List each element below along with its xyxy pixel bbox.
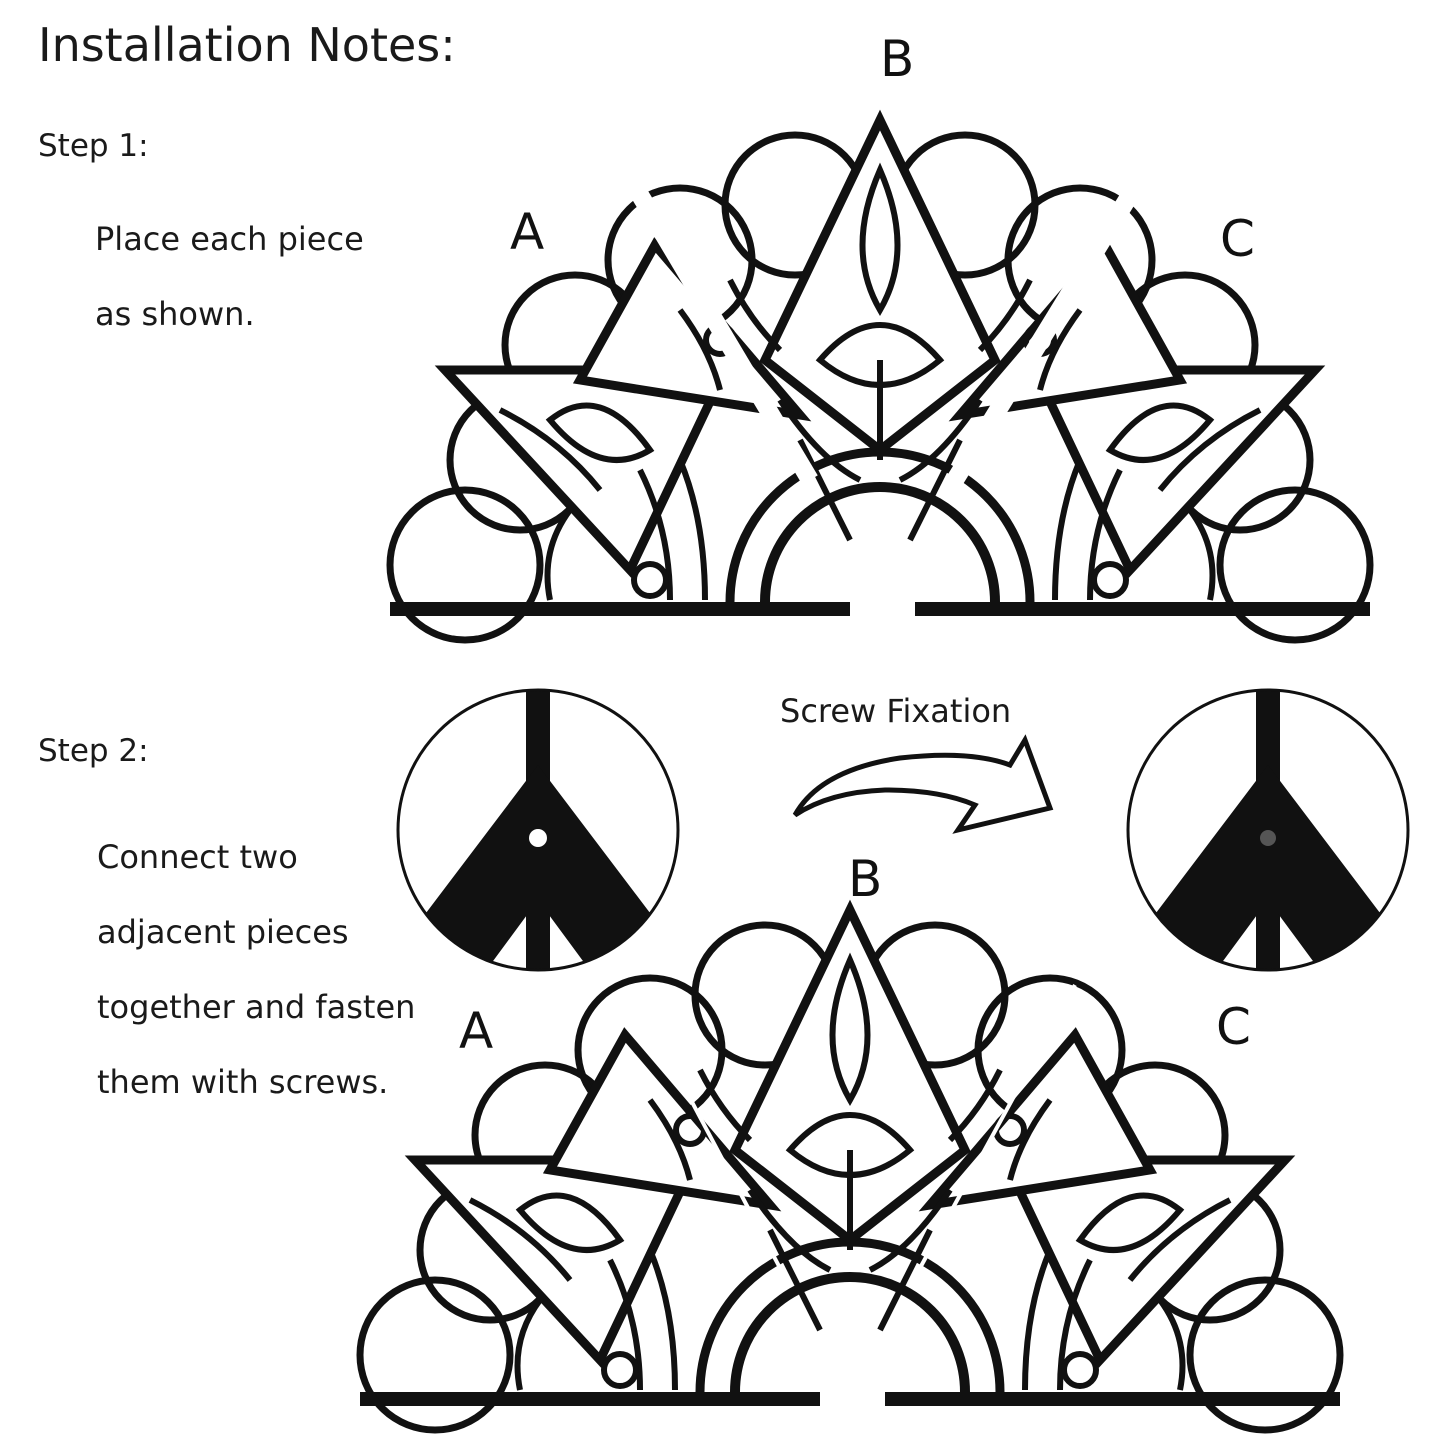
page-title: Installation Notes:: [38, 18, 456, 72]
step1-line-1: Place each piece: [95, 220, 364, 258]
step2-piece-c-label: C: [1216, 998, 1251, 1056]
screw-hole: [529, 829, 547, 847]
zoom-before: [398, 680, 678, 995]
screw-fastened: [1260, 830, 1276, 846]
screw-fixation-arrow: [792, 734, 1054, 834]
arrow-label: Screw Fixation: [780, 692, 1012, 730]
step1-piece-b-label: B: [880, 30, 915, 88]
step1-line-2: as shown.: [95, 295, 255, 333]
step1-label: Step 1:: [38, 128, 149, 164]
step2-label: Step 2:: [38, 733, 149, 769]
step1-piece-c-label: C: [1220, 210, 1255, 268]
step2-piece-a-label: A: [459, 1002, 494, 1060]
step2-line-4: them with screws.: [97, 1063, 389, 1101]
step2-piece-b-label: B: [848, 850, 883, 908]
step2-line-2: adjacent pieces: [97, 913, 349, 951]
step2-line-3: together and fasten: [97, 988, 416, 1026]
step2-line-1: Connect two: [97, 838, 298, 876]
step2-mandala: [360, 910, 1340, 1430]
step1-mandala: [390, 120, 1370, 640]
zoom-after: [1128, 680, 1408, 995]
step1-piece-a-label: A: [510, 203, 545, 261]
